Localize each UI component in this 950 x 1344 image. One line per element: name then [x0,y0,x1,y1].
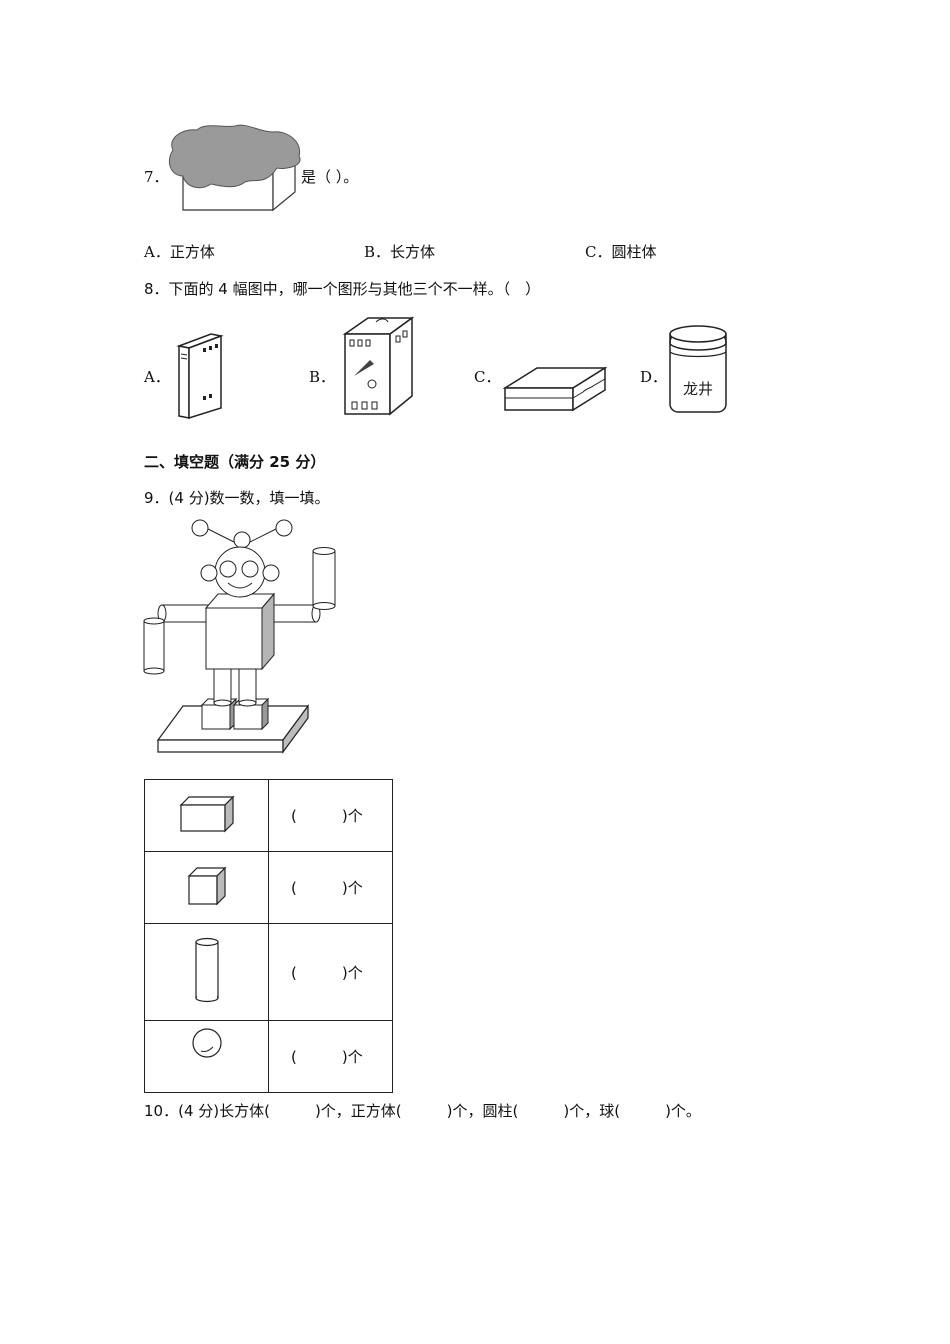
q8-option-b-letter: B． [309,368,336,386]
flat-box-icon[interactable] [503,364,607,416]
sphere-icon [191,1028,222,1058]
q9-question-text: 9．(4 分)数一数，填一填。 [144,489,330,507]
table-row: ( )个 [144,1020,393,1093]
q10-question-text: 10．(4 分)长方体( )个，正方体( )个，圆柱( )个，球( )个。 [144,1102,701,1120]
q7-option-a[interactable]: A．正方体 [144,241,215,262]
carton-icon[interactable] [340,316,415,416]
option-text: 长方体 [390,243,436,261]
q8-option-d-letter: D． [640,368,668,386]
book-icon[interactable] [175,330,227,422]
shape-count-table: ( )个 ( )个 ( )个 [144,779,393,1093]
answer-blank: ( )个 [291,879,363,897]
section-heading: 二、填空题（满分 25 分） [144,453,326,471]
table-cell-shape [144,923,269,1021]
q8-question-text: 8．下面的 4 幅图中，哪一个图形与其他三个不一样。（ ） [144,280,541,298]
q8-option-a-letter: A． [144,368,170,386]
table-row: ( )个 [144,851,393,924]
q8-option-c-letter: C． [474,368,501,386]
table-cell-shape [144,1020,269,1093]
table-cell-answer[interactable]: ( )个 [268,851,393,924]
option-text: 圆柱体 [611,243,657,261]
table-cell-answer[interactable]: ( )个 [268,1020,393,1093]
robot-figure [143,519,336,754]
q7-suffix: 是（ ）。 [301,168,359,186]
cuboid-icon [179,795,234,832]
jar-label: 龙井 [683,380,713,398]
q7-option-b[interactable]: B．长方体 [364,241,435,262]
cylinder-icon [194,937,219,1003]
option-text: 正方体 [169,243,215,261]
answer-blank: ( )个 [291,963,363,982]
tea-jar-icon[interactable]: 龙井 [664,318,732,418]
option-letter: C． [585,243,612,261]
table-cell-shape [144,779,269,852]
table-row: ( )个 [144,779,393,852]
cube-icon [187,866,226,905]
q7-number: 7． [144,168,169,186]
table-cell-shape [144,851,269,924]
table-cell-answer[interactable]: ( )个 [268,923,393,1021]
option-letter: A． [144,243,170,261]
answer-blank: ( )个 [291,807,363,825]
q7-covered-box-figure [168,124,301,212]
q7-option-c[interactable]: C．圆柱体 [585,241,657,262]
table-row: ( )个 [144,923,393,1021]
answer-blank: ( )个 [291,1048,363,1066]
table-cell-answer[interactable]: ( )个 [268,779,393,852]
option-letter: B． [364,243,391,261]
